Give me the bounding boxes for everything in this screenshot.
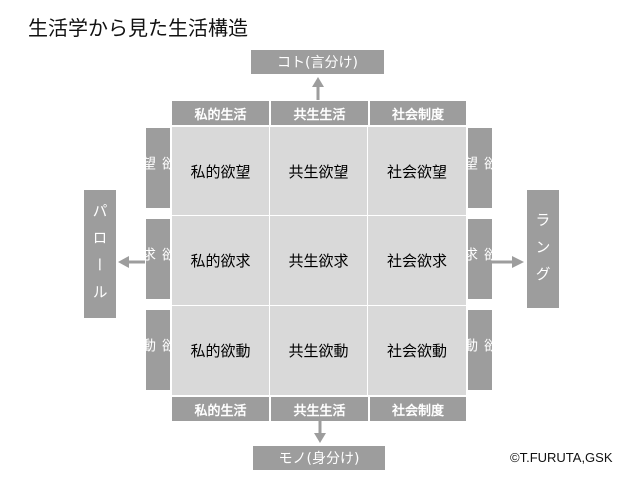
top-header-social: 社会制度 bbox=[370, 101, 466, 125]
langue-box: ラング bbox=[527, 190, 559, 308]
langue-label: ラング bbox=[533, 211, 552, 293]
mono-label: モノ(身分け) bbox=[278, 451, 360, 467]
grid-cell: 社会欲動 bbox=[386, 341, 447, 360]
arrow-down-icon bbox=[314, 421, 326, 443]
grid-cell: 私的欲求 bbox=[172, 216, 270, 306]
arrow-right-icon bbox=[492, 256, 524, 268]
grid-cell: 共生欲望 bbox=[270, 127, 368, 217]
grid-cell: 共生欲求 bbox=[270, 216, 368, 306]
grid-cell: 私的欲動 bbox=[172, 305, 270, 395]
right-row-label-desire: 欲望 bbox=[462, 128, 498, 208]
koto-box: コト(言分け) bbox=[251, 50, 384, 74]
structure-grid: 私的欲望 共生欲望 社会欲望 私的欲求 共生欲求 社会欲求 私的欲動 共生欲動 … bbox=[172, 127, 466, 395]
top-header-private: 私的生活 bbox=[172, 101, 269, 125]
bottom-header-symbiotic: 共生生活 bbox=[271, 397, 368, 421]
arrow-left-icon bbox=[118, 256, 145, 268]
arrow-up-icon bbox=[312, 77, 324, 100]
copyright-text: ©T.FURUTA,GSK bbox=[510, 450, 613, 465]
grid-cell: 社会欲望 bbox=[368, 127, 466, 217]
bottom-header-private: 私的生活 bbox=[172, 397, 269, 421]
left-row-label-drive: 欲動 bbox=[140, 310, 176, 390]
parole-label: パロール bbox=[90, 203, 109, 311]
koto-label: コト(言分け) bbox=[277, 55, 358, 71]
right-row-label-drive: 欲動 bbox=[462, 310, 498, 390]
bottom-header-social: 社会制度 bbox=[370, 397, 466, 421]
parole-box: パロール bbox=[84, 190, 116, 318]
mono-box: モノ(身分け) bbox=[253, 446, 385, 470]
page-title: 生活学から見た生活構造 bbox=[28, 16, 248, 40]
grid-cell: 社会欲求 bbox=[368, 216, 466, 306]
grid-cell: 私的欲望 bbox=[172, 127, 270, 217]
right-row-label-want: 欲求 bbox=[462, 219, 498, 299]
grid-cell: 共生欲動 bbox=[270, 305, 368, 395]
top-header-symbiotic: 共生生活 bbox=[271, 101, 368, 125]
